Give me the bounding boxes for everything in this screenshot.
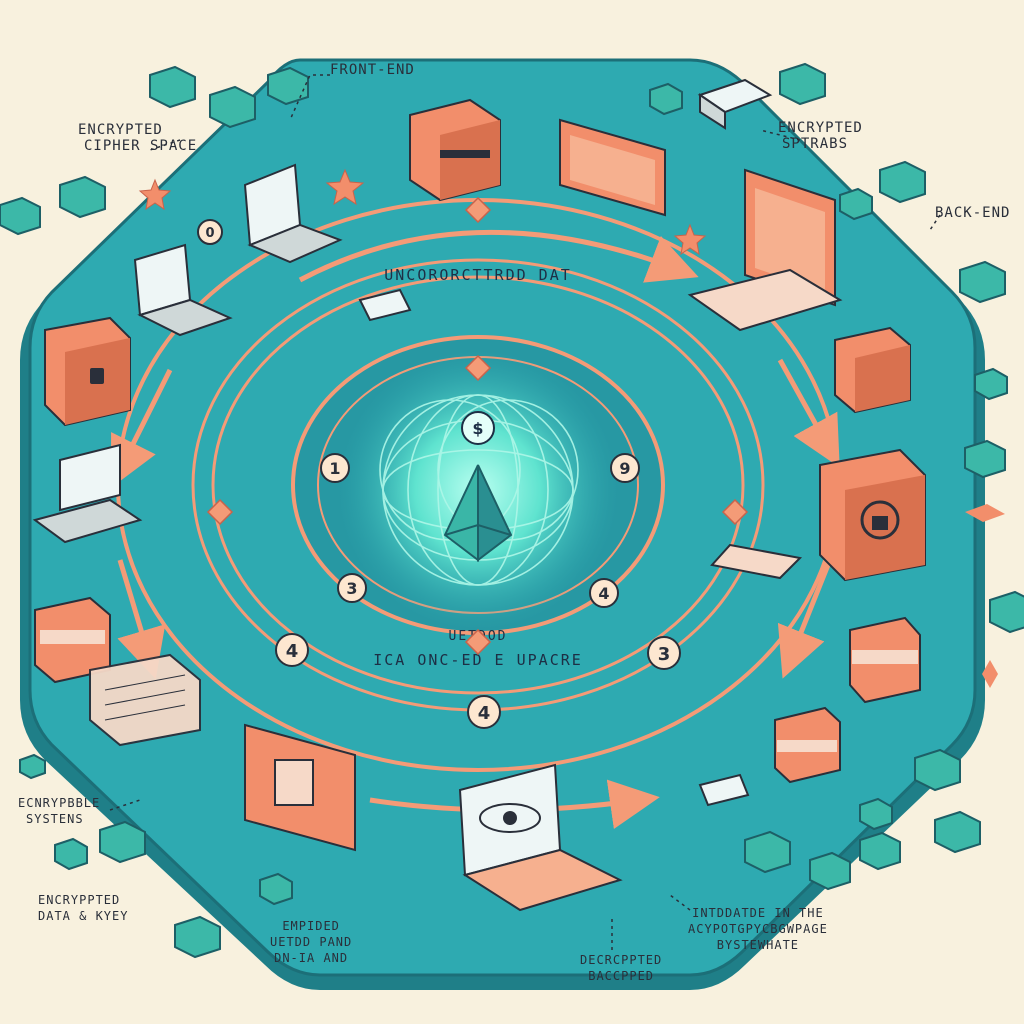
cage-box-left-icon bbox=[89, 653, 201, 747]
ring-text-top: UNCORORCTTRDD DAT bbox=[384, 266, 572, 284]
marker-4-left: 4 bbox=[275, 633, 309, 667]
label-decrypted-line1: DECRCPPTED bbox=[580, 953, 663, 967]
middle-ring-inner bbox=[211, 275, 745, 695]
decorative-stars bbox=[138, 168, 707, 256]
label-encrypted-cipher-space-line2: CIPHER SPACE bbox=[84, 138, 198, 154]
lock-box-left-icon bbox=[44, 316, 131, 427]
server-box-top-icon bbox=[409, 98, 501, 202]
label-embedded-line3: DN-IA AND bbox=[274, 951, 349, 965]
laptop-eye-icon bbox=[458, 763, 623, 912]
label-encrypted-sptrabs-line1: ENCRYPTED bbox=[778, 120, 863, 136]
label-embedded-line2: UETDD PAND bbox=[270, 935, 353, 949]
label-encrypted-data-key: ENCRYPPTED DATA & KYEY bbox=[38, 892, 128, 924]
data-box-bottom-right-icon bbox=[774, 706, 841, 784]
laptop-left-icon bbox=[133, 243, 233, 337]
label-encryptable-systems: ECNRYPBBLE SYSTENS bbox=[18, 795, 100, 827]
diamond-right-icon bbox=[982, 660, 998, 688]
svg-text:1: 1 bbox=[329, 459, 340, 478]
marker-4-inner: 4 bbox=[589, 578, 619, 608]
monitor-top-icon bbox=[559, 118, 666, 217]
svg-text:9: 9 bbox=[619, 459, 630, 478]
ring-text-bottom-2: ICA ONC-ED E UPACRE bbox=[373, 651, 583, 669]
currency-symbol-bubble bbox=[461, 411, 495, 445]
svg-text:4: 4 bbox=[598, 584, 609, 603]
label-encryptable-systems-line2: SYSTENS bbox=[26, 812, 84, 826]
svg-text:3: 3 bbox=[658, 644, 671, 665]
marker-3-right: 3 bbox=[647, 636, 681, 670]
label-integrate-line2: ACYPOTGPYCBGWPAGE bbox=[688, 922, 828, 936]
label-encrypted-data-key-line2: DATA & KYEY bbox=[38, 909, 129, 923]
monitor-bottom-left-icon bbox=[244, 723, 356, 852]
marker-4-bottom: 4 bbox=[467, 695, 501, 729]
tag-right-icon bbox=[965, 504, 1005, 522]
server-box-right-icon bbox=[834, 326, 911, 414]
label-integrate: INTDDATDE IN THE ACYPOTGPYCBGWPAGE BYSTE… bbox=[688, 905, 828, 953]
svg-text:3: 3 bbox=[346, 579, 357, 598]
label-integrate-line3: BYSTEWHATE bbox=[716, 938, 800, 952]
label-decrypted: DECRCPPTED BACCPPED bbox=[580, 952, 662, 984]
svg-text:0: 0 bbox=[205, 226, 214, 241]
leader-lines bbox=[109, 74, 941, 950]
label-encryptable-systems-line1: ECNRYPBBLE bbox=[18, 796, 101, 810]
label-front-end: FRONT-END bbox=[330, 62, 415, 78]
marker-3-inner: 3 bbox=[337, 573, 367, 603]
monitor-right-icon bbox=[687, 168, 843, 332]
card-device-top-icon bbox=[358, 288, 412, 322]
label-encrypted-sptrabs-line2: SPTRABS bbox=[782, 136, 849, 152]
laptop-top-left-icon bbox=[243, 163, 343, 264]
small-device-bottom-icon bbox=[698, 773, 750, 807]
label-encrypted-data-key-line1: ENCRYPPTED bbox=[38, 893, 121, 907]
label-embedded-line1: EMPIDED bbox=[282, 919, 340, 933]
label-embedded: EMPIDED UETDD PAND DN-IA AND bbox=[270, 918, 352, 966]
label-back-end: BACK-END bbox=[935, 205, 1011, 221]
data-box-right-icon bbox=[849, 616, 921, 704]
marker-9: 9 bbox=[610, 453, 640, 483]
label-encrypted-cipher-space: ENCRYPTED CIPHER SPACE bbox=[78, 122, 197, 154]
wireframe-globe bbox=[379, 394, 579, 586]
lock-box-right-icon bbox=[819, 448, 926, 582]
label-encrypted-sptrabs: ENCRYPTED SPTRABS bbox=[778, 120, 863, 152]
scanner-top-right-icon bbox=[697, 78, 773, 130]
label-encrypted-cipher-space-line1: ENCRYPTED bbox=[78, 122, 163, 138]
crystal-pyramid-icon bbox=[443, 464, 513, 563]
teal-cubes bbox=[0, 62, 1024, 959]
svg-text:4: 4 bbox=[478, 703, 491, 724]
data-box-left-icon bbox=[34, 596, 111, 684]
label-integrate-line1: INTDDATDE IN THE bbox=[692, 906, 824, 920]
marker-1: 1 bbox=[320, 453, 350, 483]
keyboard-left-icon bbox=[32, 443, 143, 544]
label-decrypted-line2: BACCPPED bbox=[588, 969, 655, 983]
currency-symbol: $ bbox=[472, 419, 483, 438]
marker-0-top: 0 bbox=[197, 219, 223, 245]
svg-text:4: 4 bbox=[286, 641, 299, 662]
ring-diamond-nodes bbox=[206, 196, 749, 656]
card-reader-right-icon bbox=[710, 543, 803, 580]
